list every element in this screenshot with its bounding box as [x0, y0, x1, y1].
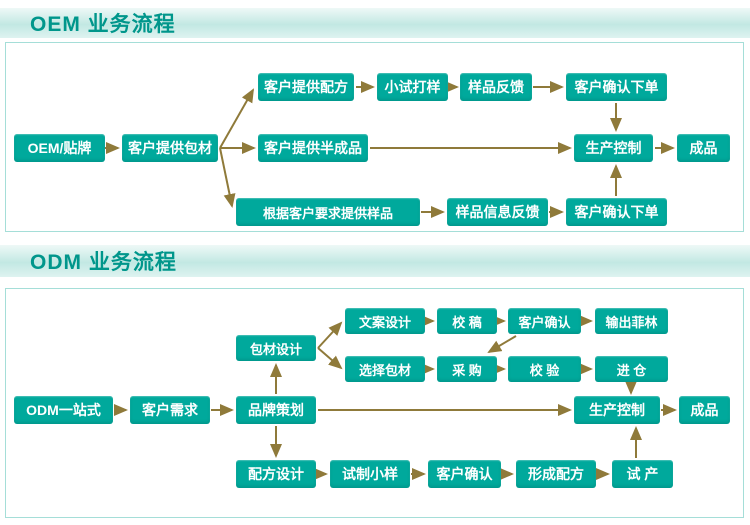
odm-section-header: ODM 业务流程: [0, 245, 750, 277]
oem-node-sample-feedback: 样品反馈: [460, 73, 532, 101]
odm-node-start: ODM一站式: [14, 396, 113, 424]
oem-node-sample-info-feedback: 样品信息反馈: [447, 198, 548, 226]
oem-node-semi-finished: 客户提供半成品: [258, 134, 368, 162]
odm-section-title: ODM 业务流程: [30, 251, 177, 274]
odm-node-production-control: 生产控制: [574, 396, 660, 424]
oem-node-confirm-order-bottom: 客户确认下单: [566, 198, 667, 226]
oem-section-title: OEM 业务流程: [30, 13, 176, 36]
odm-node-select-package: 选择包材: [345, 356, 425, 382]
odm-node-copywriting: 文案设计: [345, 308, 425, 334]
odm-node-client-confirm-top: 客户确认: [508, 308, 581, 334]
odm-node-purchase: 采 购: [437, 356, 497, 382]
oem-node-finished-product: 成品: [677, 134, 730, 162]
oem-node-sample-request: 根据客户要求提供样品: [236, 198, 420, 226]
odm-node-brand-planning: 品牌策划: [236, 396, 316, 424]
odm-node-form-formula: 形成配方: [516, 460, 596, 488]
odm-node-check: 校 验: [508, 356, 581, 382]
odm-node-proofread: 校 稿: [437, 308, 497, 334]
odm-node-film-output: 输出菲林: [595, 308, 668, 334]
odm-node-package-design: 包材设计: [236, 335, 316, 361]
odm-node-trial-sample: 试制小样: [330, 460, 410, 488]
odm-node-finished-product: 成品: [679, 396, 730, 424]
odm-node-formula-design: 配方设计: [236, 460, 316, 488]
odm-node-warehouse: 进 仓: [595, 356, 668, 382]
oem-node-production-control: 生产控制: [574, 134, 653, 162]
oem-node-trial: 小试打样: [377, 73, 448, 101]
oem-section-header: OEM 业务流程: [0, 8, 750, 38]
odm-node-client-demand: 客户需求: [130, 396, 210, 424]
odm-node-client-confirm-bottom: 客户确认: [428, 460, 501, 488]
oem-node-package: 客户提供包材: [122, 134, 218, 162]
oem-node-formula: 客户提供配方: [258, 73, 354, 101]
odm-node-trial-production: 试 产: [612, 460, 673, 488]
oem-node-confirm-order-top: 客户确认下单: [566, 73, 667, 101]
oem-node-start: OEM/贴牌: [14, 134, 105, 162]
